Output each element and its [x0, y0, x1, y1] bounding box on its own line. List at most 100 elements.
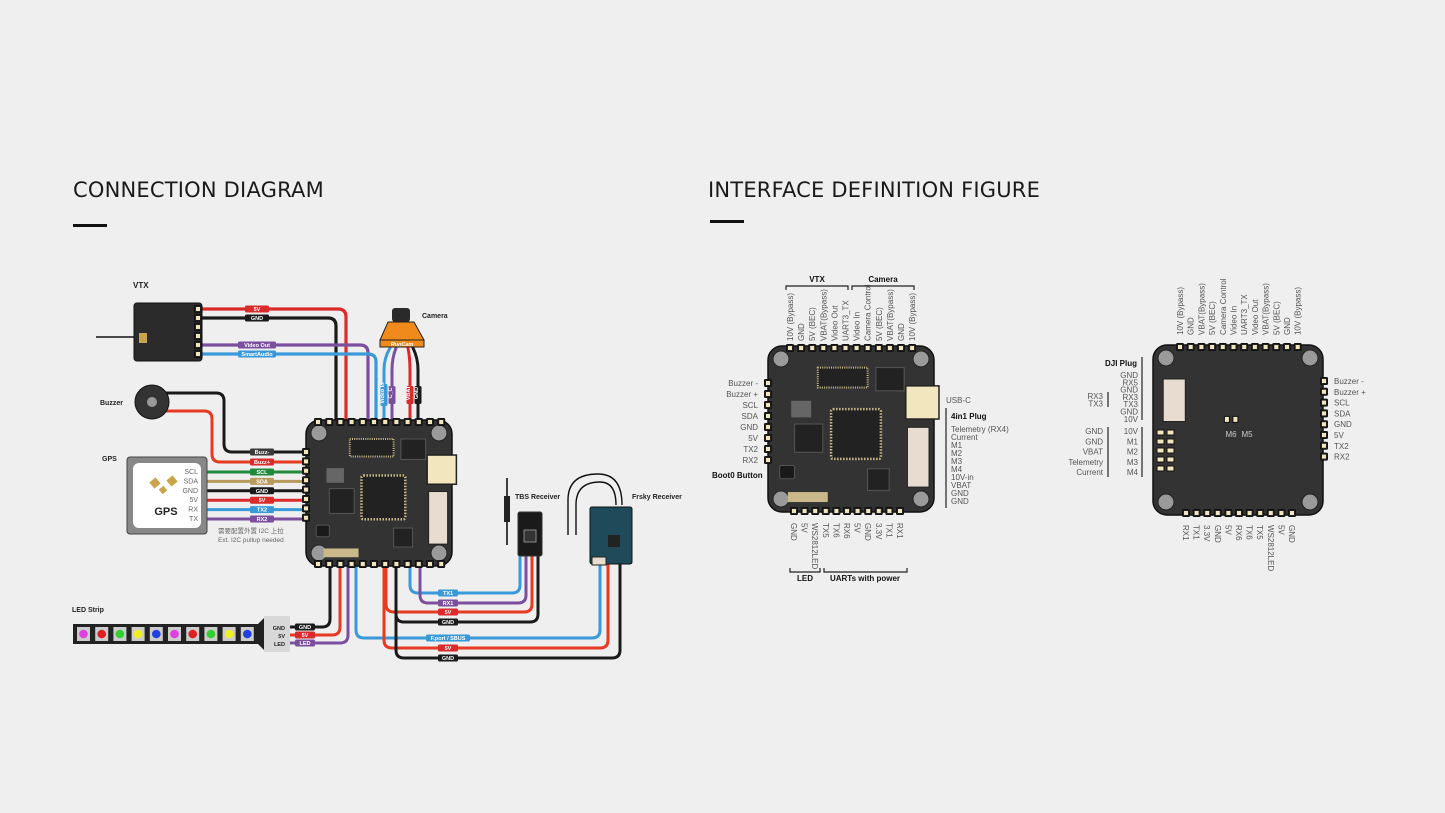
wire-label: GND: [250, 487, 274, 495]
pin-pad-core: [360, 420, 365, 424]
plug-pin-label: VBAT: [951, 481, 971, 490]
gps-face: [133, 463, 201, 528]
dji-alias-label: TX3: [1088, 399, 1103, 408]
uarts-group-label: UARTs with power: [830, 574, 900, 583]
front-top-pin-label: Camera Control: [864, 284, 873, 341]
led-pin-label: 5V: [278, 634, 285, 640]
wire-label-text: 5V: [445, 646, 452, 652]
pin-pad-core: [766, 403, 770, 407]
wire-label-bg: [438, 618, 458, 626]
pin-pad-core: [1237, 511, 1241, 515]
front-bottom-pin-label: 5V: [800, 523, 809, 533]
front-bottom-pin-label: TX1: [884, 523, 893, 538]
wire-label-bg: [438, 644, 458, 652]
wire-cam-video: [382, 346, 392, 422]
wire-label: Video Out: [238, 341, 276, 349]
wire-label: 5V: [438, 644, 458, 652]
camera-module: RunCam: [379, 308, 425, 348]
pin-pad-core: [843, 346, 848, 350]
wire-label-text: SCL: [257, 470, 269, 476]
pin-pad-core: [196, 307, 200, 311]
pin-pad-core: [854, 346, 859, 350]
pin-pad-core: [316, 562, 320, 566]
pin-pad-core: [1247, 511, 1252, 515]
pin-pad-core: [1210, 345, 1215, 349]
mounting-hole: [1157, 493, 1175, 511]
back-bottom-pin-label: TX5: [1255, 525, 1264, 540]
pin-pad-core: [1258, 511, 1263, 515]
pin-pad-core: [405, 562, 410, 566]
tbs-antenna-body: [504, 496, 510, 522]
wire-label: SDA: [250, 477, 274, 485]
esc-plug: [428, 491, 449, 545]
wire-label: RX2: [250, 515, 274, 523]
wire-label-text: VBAT: [406, 385, 412, 400]
m5-label: M5: [1241, 430, 1253, 439]
pin-pad-core: [304, 506, 308, 511]
pin-pad-core: [304, 478, 308, 483]
pin-pad-core: [304, 459, 308, 464]
plug-pin-label: Telemetry (RX4): [951, 425, 1009, 434]
pin-pad-core: [1295, 345, 1300, 349]
pin-pad-core: [405, 420, 410, 424]
camera-base: [379, 339, 425, 348]
pin-pad-core: [855, 509, 860, 513]
back-top-pin-label: GND: [1283, 317, 1292, 335]
wire-label-text: RX1: [443, 601, 454, 607]
chip: [348, 437, 395, 458]
wire-label-bg: [380, 384, 388, 406]
pin-pad-core: [1322, 411, 1326, 416]
pin-pad-core: [1178, 345, 1182, 349]
motor-alias-label: GND: [1085, 437, 1103, 446]
pin-pad-core: [1263, 345, 1268, 349]
back-top-pin-label: Video In: [1230, 306, 1239, 335]
wire-label-bg: [406, 386, 414, 404]
pin-pad-core: [1268, 511, 1273, 515]
plug-pin-label: M3: [951, 457, 963, 466]
back-right-pin-label: RX2: [1334, 453, 1350, 462]
motor-alias-label: GND: [1085, 427, 1103, 436]
wire-label-text: GND: [256, 489, 268, 495]
pin-pad-core: [1205, 511, 1210, 515]
pin-pad-core: [766, 436, 770, 440]
back-right-pin-label: GND: [1334, 420, 1352, 429]
frsky-connector: [591, 556, 607, 566]
plug-pin-label: M1: [951, 441, 963, 450]
motor-pin-label: M2: [1127, 448, 1139, 457]
led-group-label: LED: [797, 574, 813, 583]
front-top-pin-label: VBAT(Bypass): [819, 289, 828, 341]
pin-pad-core: [1188, 345, 1193, 349]
gps-pin-label: SCL: [184, 469, 198, 476]
mcu-chip: [829, 407, 883, 461]
interface-back-board: [1152, 344, 1324, 516]
pin-pad-core: [810, 346, 815, 350]
wire-label-bg: [388, 386, 396, 404]
wire-label-text: Video In: [380, 382, 386, 404]
pin-pad-core: [1194, 511, 1199, 515]
wire-vtx-gnd: [198, 316, 338, 422]
wire-frsky-gnd: [394, 563, 622, 660]
motor-pad-m6: [1223, 415, 1230, 423]
front-bottom-pin-label: RX1: [895, 523, 904, 539]
led-pin-label: GND: [273, 626, 285, 632]
wire-label: Video In: [380, 382, 388, 406]
wire-label: Buzz+: [250, 458, 274, 466]
wire-label-text: GND: [442, 656, 454, 662]
pin-pad-core: [327, 562, 332, 566]
pin-pad-core: [887, 509, 892, 513]
frsky-chip: [608, 535, 620, 547]
wire-label: VBAT: [406, 385, 414, 404]
pin-pad-core: [823, 509, 828, 513]
wire-frsky-5v: [382, 563, 610, 650]
front-top-pin-label: GND: [797, 323, 806, 341]
dji-pin-label: GND: [1120, 371, 1138, 380]
wire-buzzer-pos: [163, 409, 307, 464]
motor-pad: [1156, 456, 1165, 463]
wire-label-bg: [295, 623, 315, 631]
front-bottom-pin-label: GND: [863, 523, 872, 541]
front-top-pin-label: UART3_TX: [842, 300, 851, 341]
front-bottom-pin-label: 5V: [853, 523, 862, 533]
satellite-icon: [158, 485, 168, 495]
pin-pad-core: [394, 562, 399, 566]
pin-pad-core: [360, 562, 365, 566]
